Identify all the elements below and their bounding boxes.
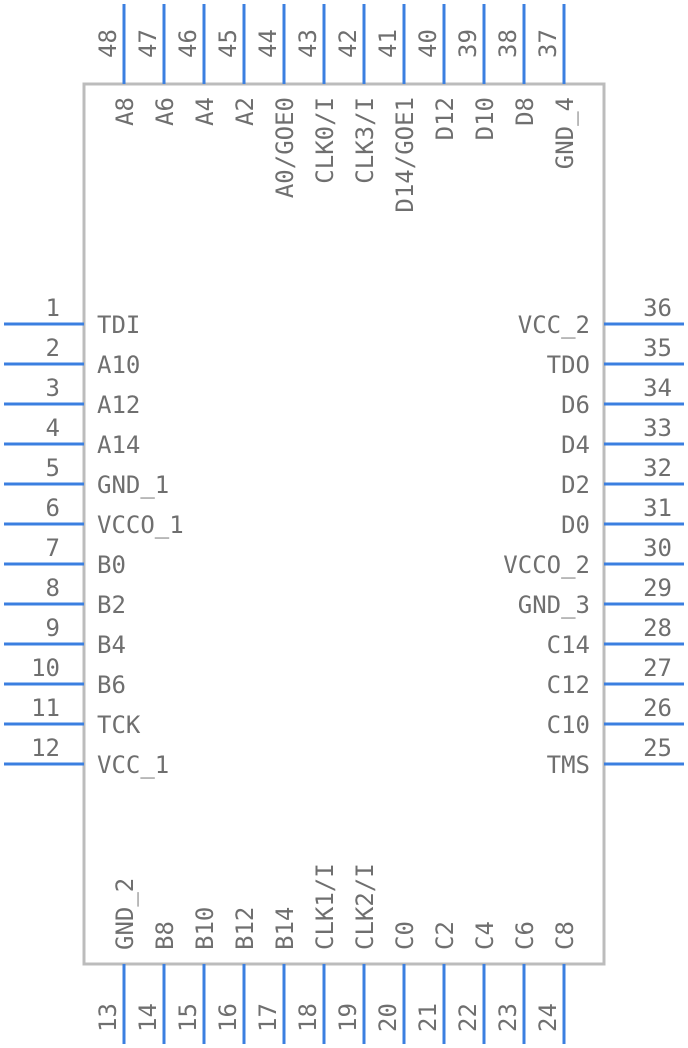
pin-number: 4 — [46, 414, 60, 442]
pin-label: TMS — [547, 751, 590, 779]
pin-number: 43 — [294, 29, 322, 58]
pin-number: 20 — [374, 1003, 402, 1032]
pin-label: A6 — [151, 97, 179, 126]
pin-label: TDO — [547, 351, 590, 379]
pin-label: B4 — [97, 631, 126, 659]
pin-label: GND_1 — [97, 471, 169, 499]
pin-label: A10 — [97, 351, 140, 379]
pin-number: 46 — [174, 29, 202, 58]
pin-number: 7 — [46, 534, 60, 562]
pin-label: CLK0/I — [311, 97, 339, 184]
pin-label: C6 — [511, 921, 539, 950]
pin-number: 32 — [643, 454, 672, 482]
pin-number: 14 — [134, 1003, 162, 1032]
pin-number: 1 — [46, 294, 60, 322]
pin-label: VCC_1 — [97, 751, 169, 779]
pin-label: B14 — [271, 907, 299, 950]
pin-number: 28 — [643, 614, 672, 642]
pin-number: 9 — [46, 614, 60, 642]
pin-label: A14 — [97, 431, 140, 459]
pin-number: 47 — [134, 29, 162, 58]
pin-number: 26 — [643, 694, 672, 722]
pin-label: A8 — [111, 97, 139, 126]
pin-label: VCC_2 — [518, 311, 590, 339]
pin-label: D0 — [561, 511, 590, 539]
ic-body — [82, 82, 606, 966]
pin-label: GND_3 — [518, 591, 590, 619]
pin-label: CLK1/I — [311, 863, 339, 950]
pin-label: D2 — [561, 471, 590, 499]
pin-number: 17 — [254, 1003, 282, 1032]
pin-number: 19 — [334, 1003, 362, 1032]
pin-label: A2 — [231, 97, 259, 126]
pin-label: CLK2/I — [351, 863, 379, 950]
pin-label: B6 — [97, 671, 126, 699]
pin-label: D8 — [511, 97, 539, 126]
pin-number: 5 — [46, 454, 60, 482]
pin-label: CLK3/I — [351, 97, 379, 184]
pin-label: A12 — [97, 391, 140, 419]
pin-number: 25 — [643, 734, 672, 762]
pin-number: 13 — [94, 1003, 122, 1032]
pin-number: 11 — [31, 694, 60, 722]
pin-label: C2 — [431, 921, 459, 950]
pin-label: B2 — [97, 591, 126, 619]
pin-label: D14/GOE1 — [391, 97, 419, 213]
pin-number: 34 — [643, 374, 672, 402]
pin-label: D12 — [431, 97, 459, 140]
pin-number: 21 — [414, 1003, 442, 1032]
pin-label: TCK — [97, 711, 141, 739]
pin-number: 10 — [31, 654, 60, 682]
pin-label: VCCO_2 — [503, 551, 590, 579]
pin-number: 48 — [94, 29, 122, 58]
pin-label: C8 — [551, 921, 579, 950]
pin-label: B0 — [97, 551, 126, 579]
pin-label: B10 — [191, 907, 219, 950]
pin-label: B12 — [231, 907, 259, 950]
pin-number: 22 — [454, 1003, 482, 1032]
pin-number: 44 — [254, 29, 282, 58]
pin-label: GND_4 — [551, 97, 579, 169]
pin-label: D6 — [561, 391, 590, 419]
pin-number: 18 — [294, 1003, 322, 1032]
pin-label: B8 — [151, 921, 179, 950]
pin-label: C14 — [547, 631, 590, 659]
pin-label: A4 — [191, 97, 219, 126]
pin-number: 36 — [643, 294, 672, 322]
pin-label: C0 — [391, 921, 419, 950]
pin-number: 31 — [643, 494, 672, 522]
pin-number: 30 — [643, 534, 672, 562]
pin-number: 2 — [46, 334, 60, 362]
pin-number: 24 — [534, 1003, 562, 1032]
pin-label: C12 — [547, 671, 590, 699]
pin-number: 45 — [214, 29, 242, 58]
pin-label: TDI — [97, 311, 140, 339]
pin-number: 37 — [534, 29, 562, 58]
pin-number: 33 — [643, 414, 672, 442]
pin-number: 42 — [334, 29, 362, 58]
pin-label: C10 — [547, 711, 590, 739]
pin-number: 39 — [454, 29, 482, 58]
pin-number: 3 — [46, 374, 60, 402]
pin-label: VCCO_1 — [97, 511, 184, 539]
pin-number: 27 — [643, 654, 672, 682]
pin-label: A0/GOE0 — [271, 97, 299, 198]
pin-label: C4 — [471, 921, 499, 950]
pin-label: GND_2 — [111, 878, 139, 950]
pin-label: D10 — [471, 97, 499, 140]
pin-number: 35 — [643, 334, 672, 362]
pin-number: 12 — [31, 734, 60, 762]
pin-number: 8 — [46, 574, 60, 602]
pin-number: 15 — [174, 1003, 202, 1032]
pin-number: 40 — [414, 29, 442, 58]
pin-number: 23 — [494, 1003, 522, 1032]
pin-number: 29 — [643, 574, 672, 602]
pin-number: 16 — [214, 1003, 242, 1032]
pin-label: D4 — [561, 431, 590, 459]
pin-number: 6 — [46, 494, 60, 522]
pin-number: 41 — [374, 29, 402, 58]
pin-number: 38 — [494, 29, 522, 58]
